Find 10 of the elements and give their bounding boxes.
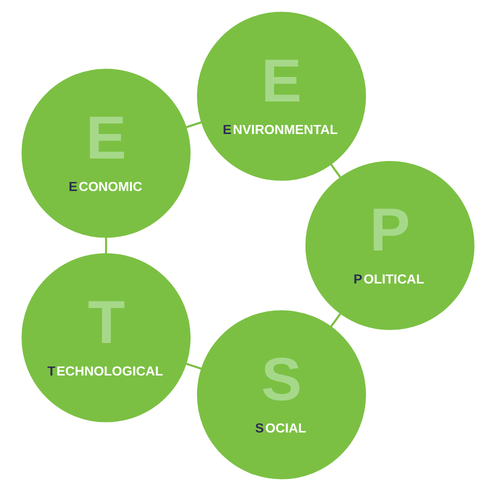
node-circle: P POLITICAL bbox=[304, 160, 474, 330]
node-circle: E ECONOMIC bbox=[21, 68, 190, 238]
connector bbox=[185, 121, 202, 128]
connector bbox=[185, 362, 202, 370]
node-circle: E ENVIRONMENTAL bbox=[196, 12, 366, 181]
connector bbox=[330, 312, 341, 328]
connector bbox=[104, 237, 107, 254]
connector bbox=[330, 164, 341, 178]
node-circle: S SOCIAL bbox=[196, 310, 366, 480]
node-circle: T TECHNOLOGICAL bbox=[21, 253, 190, 422]
